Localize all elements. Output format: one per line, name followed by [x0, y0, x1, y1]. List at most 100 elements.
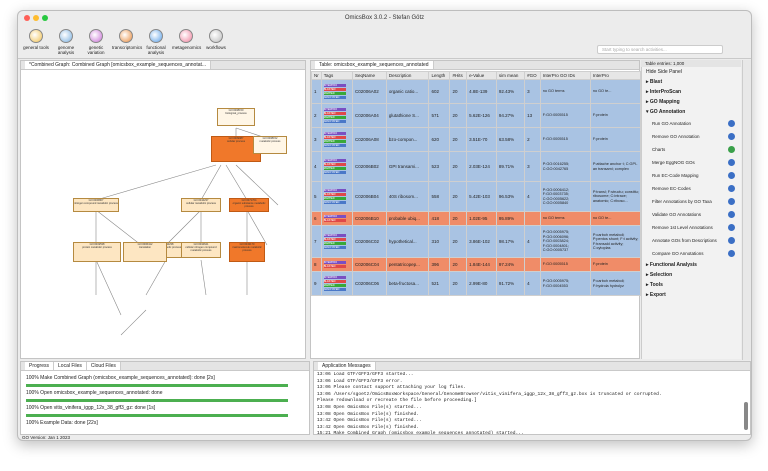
activity-search-input[interactable]: Start typing to search activities... [597, 45, 723, 54]
side-section-header[interactable]: ▸ Tools [642, 280, 741, 290]
graph-tab[interactable]: *Combined Graph: Combined Graph [omicsbo… [25, 61, 212, 69]
side-action-item[interactable]: Annotate GOs from Descriptions [642, 234, 741, 247]
cell-desc: organic catio... [385, 79, 430, 104]
log-line: 13:06 Load GTF/GFF3/GFF3 error. [317, 378, 403, 384]
side-action-item[interactable]: Remove 1st Level Annotations [642, 221, 741, 234]
go-graph-edges [95, 127, 279, 336]
column-header[interactable]: #Hits [449, 71, 468, 80]
column-header[interactable]: InterPro GO IDs [539, 71, 591, 80]
table-tab[interactable]: Table: omicsbox_example_sequences_annota… [315, 61, 434, 69]
column-header[interactable]: Length [428, 71, 451, 80]
column-header[interactable]: Nr [311, 71, 322, 80]
maximize-window-button[interactable] [42, 15, 48, 21]
action-label: Compare GO Annotations [652, 251, 704, 256]
right-tool-strip[interactable] [742, 60, 751, 360]
side-action-item[interactable]: Compare GO Annotations [642, 247, 741, 260]
row-number: 5 [311, 181, 322, 212]
side-section-header[interactable]: ▸ Export [642, 290, 741, 300]
toolbar-icon [149, 29, 163, 43]
toolbar-button-4[interactable]: functional analysis [142, 29, 170, 55]
column-header[interactable]: #GO [524, 71, 541, 80]
side-action-item[interactable]: Run GO Annotation [642, 117, 741, 130]
tag-badge: INTERPRO [323, 214, 346, 219]
side-section-header[interactable]: ▾ GO Annotation [642, 107, 741, 117]
cell-go: 4 [524, 225, 541, 258]
cell-hits: 20 [449, 79, 468, 104]
toolbar-button-2[interactable]: genetic variation [82, 29, 110, 55]
tag-badge: BLASTED [323, 111, 346, 116]
side-section-header[interactable]: ▸ Selection [642, 270, 741, 280]
toolbar-button-3[interactable]: transcriptomics [112, 29, 142, 50]
side-action-item[interactable]: Remove GO Annotation [642, 130, 741, 143]
table-pane: Table: omicsbox_example_sequences_annota… [310, 60, 641, 359]
tag-badge: BLASTED [323, 279, 346, 284]
bottom-tab[interactable]: Cloud Files [86, 362, 121, 370]
bottom-tab[interactable]: Local Files [54, 362, 87, 370]
toolbar-icon [89, 29, 103, 43]
cell-ipgo: P:GO:0016255; C:GO:0042765 [539, 151, 591, 182]
go-node-name: organic substance metabolic process [232, 202, 266, 208]
minimize-window-button[interactable] [33, 15, 39, 21]
go-node-id: GO:0009987 [228, 137, 244, 140]
side-action-item[interactable]: Merge EggNOG GOs [642, 156, 741, 169]
action-label: Run EC-Code Mapping [652, 173, 699, 178]
log-scrollbar[interactable] [744, 402, 748, 430]
toolbar-label: genome analysis [57, 45, 75, 55]
toolbar-button-5[interactable]: metagenomics [172, 29, 201, 50]
cell-seq: C02006B04 [352, 181, 387, 212]
cell-len: 418 [428, 211, 451, 226]
column-header[interactable]: Tags [320, 71, 354, 80]
action-label: Run GO Annotation [652, 121, 692, 126]
toolbar-button-0[interactable]: general tools [22, 29, 50, 50]
toolbar-button-1[interactable]: genome analysis [52, 29, 80, 55]
toolbar-button-6[interactable]: workflows [202, 29, 230, 50]
side-section-header[interactable]: ▸ GO Mapping [642, 97, 741, 107]
column-header[interactable]: e-Value [466, 71, 497, 80]
column-header[interactable]: Description [385, 71, 430, 80]
side-action-item[interactable]: Filter Annotations by GO Taxa [642, 195, 741, 208]
cell-desc: probable ubiq... [385, 211, 430, 226]
close-window-button[interactable] [24, 15, 30, 21]
hide-side-panel-button[interactable]: Hide Side Panel [646, 69, 682, 75]
tag-badge: ANNOTATED [323, 170, 346, 175]
side-action-item[interactable]: Validate GO Annotations [642, 208, 741, 221]
tag-badge: MAPPED [323, 115, 346, 120]
side-action-item[interactable]: Run EC-Code Mapping [642, 169, 741, 182]
tag-badge: ANNOTATED [323, 245, 346, 250]
side-section-header[interactable]: ▸ Functional Analysis [642, 260, 741, 270]
side-action-item[interactable]: Remove EC-Codes [642, 182, 741, 195]
run-action-icon [728, 250, 735, 257]
side-section-header[interactable]: ▸ Blast [642, 77, 741, 87]
side-action-item[interactable]: Charts [642, 143, 741, 156]
column-header[interactable]: InterPro [589, 71, 641, 80]
column-header[interactable]: sim mean [495, 71, 526, 80]
go-node-name: macromolecule metabolic process [232, 246, 262, 252]
progress-text: 100% Open omicsbox_example_sequences_ann… [26, 390, 163, 396]
section-chevron-icon: ▸ [646, 292, 650, 298]
bottom-tab[interactable]: Progress [25, 362, 55, 370]
cell-seq: C02006B10 [352, 211, 387, 226]
messages-tab[interactable]: Application Messages [318, 362, 376, 370]
cell-ip: P:carboh metaboli; F:hydrola hydrolyz [589, 271, 641, 296]
column-header[interactable]: SeqName [352, 71, 387, 80]
side-section-header[interactable]: ▸ InterProScan [642, 87, 741, 97]
